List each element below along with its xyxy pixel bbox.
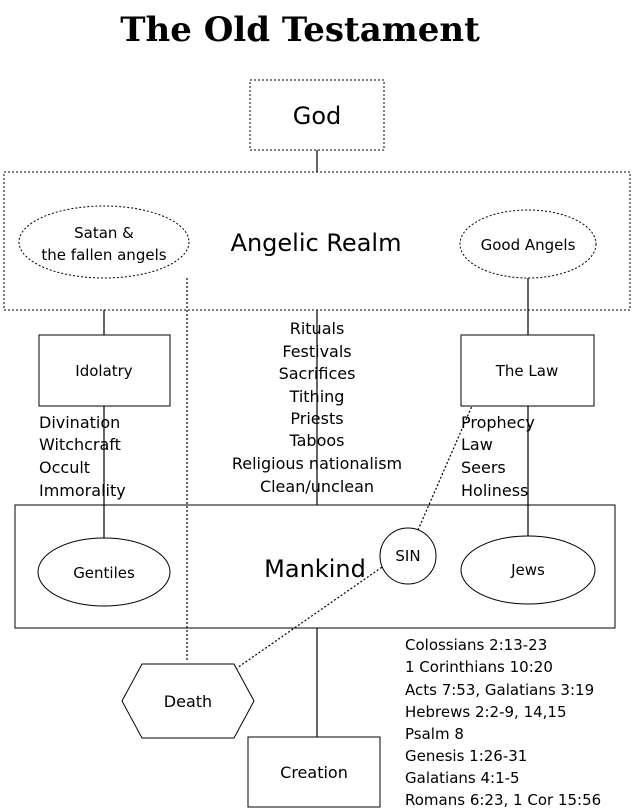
idolatry-practice: Witchcraft — [39, 435, 121, 454]
religious-practice: Clean/unclean — [260, 477, 374, 496]
god-label: God — [293, 102, 342, 130]
the-law-box — [460, 334, 595, 407]
connectors — [103, 150, 529, 737]
connector-law-sin — [417, 405, 473, 531]
angelic-realm-box — [3, 171, 631, 311]
the-law-label: The Law — [495, 362, 558, 380]
idolatry-label: Idolatry — [75, 362, 133, 380]
good-angels-ellipse — [459, 209, 597, 279]
satan-label-line1: Satan & — [74, 224, 134, 242]
diagram-title: The Old Testament — [120, 10, 480, 50]
religious-practices-list: Rituals Festivals Sacrifices Tithing Pri… — [232, 319, 402, 496]
reference-item: Hebrews 2:2-9, 14,15 — [405, 703, 567, 721]
religious-practice: Sacrifices — [279, 364, 356, 383]
idolatry-practice: Divination — [39, 413, 120, 432]
idolatry-practice: Occult — [39, 458, 90, 477]
scripture-references: Colossians 2:13-23 1 Corinthians 10:20 A… — [405, 636, 601, 809]
law-practice: Law — [461, 435, 493, 454]
law-practices-list: Prophecy Law Seers Holiness — [461, 413, 535, 500]
reference-item: Genesis 1:26-31 — [405, 747, 527, 765]
reference-item: Romans 6:23, 1 Cor 15:56 — [405, 791, 601, 809]
religious-practice: Tithing — [289, 387, 345, 406]
law-practice: Holiness — [461, 481, 528, 500]
angelic-realm-label: Angelic Realm — [231, 229, 402, 257]
jews-label: Jews — [510, 561, 545, 579]
religious-practice: Religious nationalism — [232, 454, 402, 473]
creation-label: Creation — [280, 763, 348, 782]
idolatry-practices-list: Divination Witchcraft Occult Immorality — [39, 413, 126, 500]
gentiles-label: Gentiles — [73, 564, 135, 582]
satan-ellipse — [18, 205, 190, 279]
reference-item: Galatians 4:1-5 — [405, 769, 520, 787]
law-practice: Seers — [461, 458, 506, 477]
death-hexagon — [121, 663, 255, 739]
gentiles-ellipse — [37, 537, 171, 607]
idolatry-practice: Immorality — [39, 481, 126, 500]
mankind-box — [14, 504, 616, 629]
religious-practice: Rituals — [290, 319, 345, 338]
god-box — [249, 79, 385, 151]
reference-item: 1 Corinthians 10:20 — [405, 658, 553, 676]
religious-practice: Priests — [290, 409, 343, 428]
religious-practice: Taboos — [289, 431, 345, 450]
sin-label: SIN — [395, 547, 420, 565]
idolatry-box — [38, 334, 171, 407]
law-practice: Prophecy — [461, 413, 535, 432]
jews-ellipse — [460, 535, 596, 605]
reference-item: Acts 7:53, Galatians 3:19 — [405, 681, 594, 699]
death-label: Death — [164, 692, 212, 711]
good-angels-label: Good Angels — [481, 236, 576, 254]
sin-circle — [379, 527, 437, 585]
religious-practice: Festivals — [282, 342, 351, 361]
reference-item: Psalm 8 — [405, 725, 464, 743]
satan-label-line2: the fallen angels — [41, 246, 166, 264]
reference-item: Colossians 2:13-23 — [405, 636, 547, 654]
mankind-label: Mankind — [264, 555, 366, 583]
creation-box — [247, 736, 381, 808]
